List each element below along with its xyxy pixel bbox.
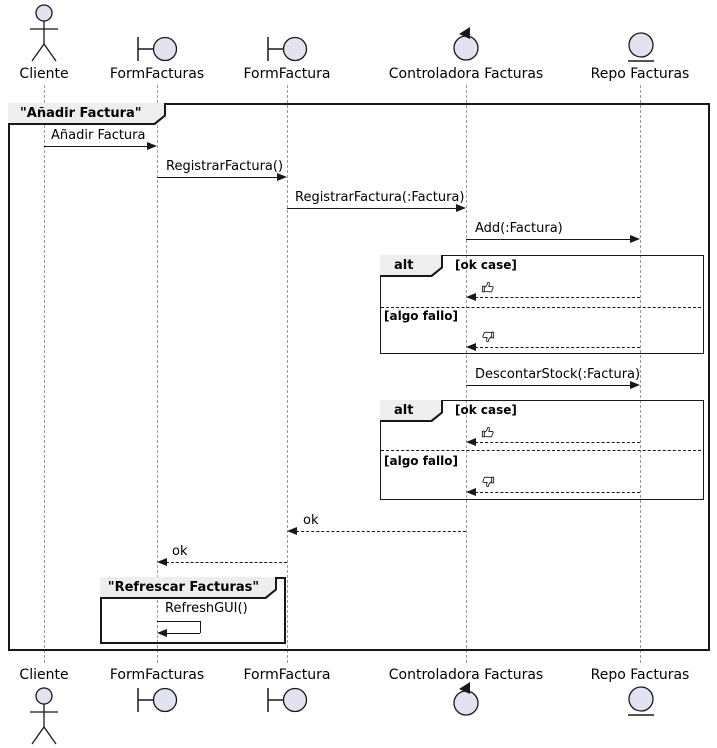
alt-label-text: alt [380, 255, 441, 275]
boundary-icon [137, 36, 178, 62]
arrowhead-left [466, 343, 476, 351]
arrowhead-left [466, 438, 476, 446]
return-line [475, 347, 640, 348]
arrowhead-left [157, 558, 167, 566]
message-line [157, 177, 278, 178]
participant-label-formfacturas: FormFacturas [109, 66, 205, 82]
lifeline-cliente [44, 85, 45, 663]
message-line [287, 208, 457, 209]
thumbs-down-icon [482, 331, 495, 343]
arrowhead-right [456, 204, 466, 212]
guard-algo-fallo: [algo fallo] [384, 309, 458, 323]
thumbs-up-icon [481, 426, 494, 438]
alt-frame-1-label: alt [380, 255, 443, 277]
arrowhead-right [630, 381, 640, 389]
arrowhead-left [157, 629, 167, 637]
main-frame-title-text: "Añadir Factura" [8, 103, 164, 123]
alt-frame-1 [380, 255, 704, 354]
alt-frame-2 [380, 400, 704, 500]
refrescar-title-text: "Refrescar Facturas" [100, 577, 275, 597]
message-label: RegistrarFactura() [166, 159, 284, 174]
return-line [166, 562, 287, 563]
alt-divider [381, 307, 701, 308]
participant-label-controladora: Controladora Facturas [388, 66, 544, 82]
message-line [44, 146, 148, 147]
actor-icon [30, 4, 58, 62]
message-label: DescontarStock(:Factura) [475, 367, 641, 382]
alt-frame-2-label: alt [380, 400, 443, 422]
arrowhead-right [147, 142, 157, 150]
participant-label-repo: Repo Facturas [590, 66, 690, 82]
guard-ok-case: [ok case] [455, 258, 517, 272]
control-icon [453, 682, 479, 716]
message-label: RefreshGUI() [165, 601, 248, 616]
message-label: RegistrarFactura(:Factura) [295, 190, 465, 205]
arrowhead-right [630, 235, 640, 243]
main-frame [8, 103, 710, 651]
return-line [475, 442, 640, 443]
lifeline-formfacturas [157, 85, 158, 663]
lifeline-controladora [466, 85, 467, 663]
thumbs-up-icon [481, 281, 494, 293]
arrowhead-left [287, 527, 297, 535]
message-line [466, 385, 631, 386]
entity-icon [628, 32, 654, 62]
return-line [296, 531, 466, 532]
arrowhead-left [466, 488, 476, 496]
message-line [466, 239, 631, 240]
main-frame-title: "Añadir Factura" [8, 103, 166, 125]
refrescar-frame-title: "Refrescar Facturas" [100, 577, 277, 599]
lifeline-repo [640, 85, 641, 663]
message-label: Añadir Factura [51, 128, 146, 143]
actor-icon [30, 687, 58, 745]
return-line [475, 297, 640, 298]
self-message-side [200, 621, 201, 633]
participant-label-formfacturas: FormFacturas [109, 667, 205, 683]
boundary-icon [137, 687, 178, 713]
boundary-icon [267, 36, 308, 62]
alt-label-text: alt [380, 400, 441, 420]
arrowhead-left [466, 293, 476, 301]
boundary-icon [267, 687, 308, 713]
guard-algo-fallo: [algo fallo] [384, 454, 458, 468]
participant-label-cliente: Cliente [19, 667, 69, 683]
control-icon [453, 27, 479, 61]
lifeline-formfactura [287, 85, 288, 663]
participant-label-formfactura: FormFactura [243, 667, 331, 683]
thumbs-down-icon [482, 476, 495, 488]
return-line [475, 492, 640, 493]
arrowhead-right [277, 173, 287, 181]
guard-ok-case: [ok case] [455, 403, 517, 417]
entity-icon [628, 686, 654, 716]
self-message-top [157, 621, 200, 622]
participant-label-repo: Repo Facturas [590, 667, 690, 683]
participant-label-formfactura: FormFactura [243, 66, 331, 82]
message-label: ok [172, 544, 188, 559]
alt-divider [381, 450, 701, 451]
participant-label-cliente: Cliente [19, 66, 69, 82]
message-label: ok [303, 513, 319, 528]
participant-label-controladora: Controladora Facturas [388, 667, 544, 683]
self-message-bottom [166, 633, 200, 634]
message-label: Add(:Factura) [475, 221, 563, 236]
